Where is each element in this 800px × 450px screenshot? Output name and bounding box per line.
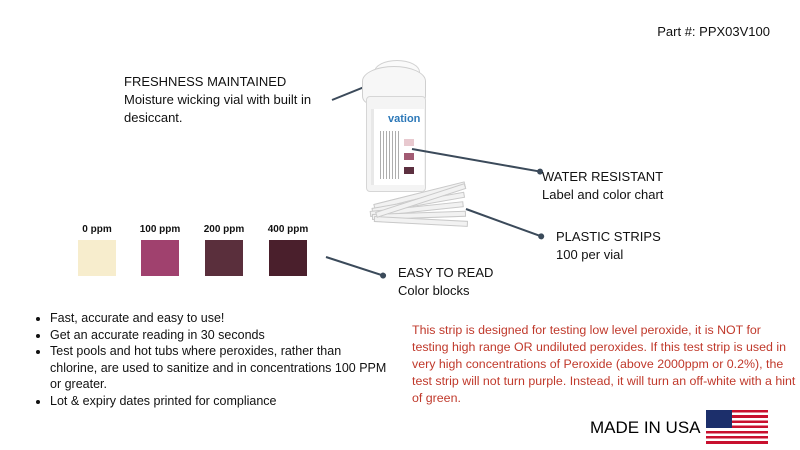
- callout-plastic-body: 100 per vial: [556, 247, 624, 262]
- vial-brand: vation: [388, 113, 421, 125]
- ppm-label-100: 100 ppm: [139, 224, 181, 235]
- callout-freshness-body-2: desiccant.: [124, 110, 183, 125]
- ppm-label-0: 0 ppm: [82, 224, 112, 235]
- vial-swatch-dark: [404, 167, 414, 174]
- callout-easy-body: Color blocks: [398, 283, 470, 298]
- feature-list: Fast, accurate and easy to use! Get an a…: [30, 310, 390, 409]
- made-in-usa: MADE IN USA: [590, 418, 701, 437]
- callout-plastic-title: PLASTIC STRIPS: [556, 229, 661, 244]
- warning-text: This strip is designed for testing low l…: [412, 323, 796, 405]
- feature-item: Fast, accurate and easy to use!: [50, 310, 390, 327]
- feature-item: Lot & expiry dates printed for complianc…: [50, 393, 390, 410]
- ppm-label-200: 200 ppm: [203, 224, 245, 235]
- feature-item: Get an accurate reading in 30 seconds: [50, 327, 390, 344]
- callout-water: WATER RESISTANT Label and color chart: [542, 168, 663, 204]
- color-block-200: [205, 240, 243, 276]
- flag-canton: [706, 410, 732, 428]
- part-number: Part #: PPX03V100: [657, 24, 770, 39]
- callout-easy: EASY TO READ Color blocks: [398, 264, 493, 300]
- color-block-100: [141, 240, 179, 276]
- leader-plastic: [465, 208, 542, 238]
- vial-label-text-lines: [380, 131, 400, 179]
- callout-water-title: WATER RESISTANT: [542, 169, 664, 184]
- feature-item: Test pools and hot tubs where peroxides,…: [50, 343, 390, 393]
- color-block-400: [269, 240, 307, 276]
- vial-label: vation: [371, 109, 424, 185]
- vial-swatch-mid: [404, 153, 414, 160]
- callout-plastic: PLASTIC STRIPS 100 per vial: [556, 228, 661, 264]
- color-block-0: [78, 240, 116, 276]
- usa-flag-icon: [706, 410, 768, 444]
- callout-freshness-title: FRESHNESS MAINTAINED: [124, 74, 287, 89]
- test-strips: [369, 181, 469, 227]
- callout-freshness-body-1: Moisture wicking vial with built in: [124, 92, 312, 107]
- strip: [373, 216, 469, 227]
- leader-easy: [325, 256, 384, 277]
- leader-water: [411, 148, 541, 173]
- vial-body: vation: [366, 96, 426, 192]
- callout-water-body: Label and color chart: [542, 187, 664, 202]
- ppm-label-400: 400 ppm: [267, 224, 309, 235]
- callout-easy-title: EASY TO READ: [398, 265, 494, 280]
- vial-swatch-light: [404, 139, 414, 146]
- callout-freshness: FRESHNESS MAINTAINED Moisture wicking vi…: [124, 73, 311, 127]
